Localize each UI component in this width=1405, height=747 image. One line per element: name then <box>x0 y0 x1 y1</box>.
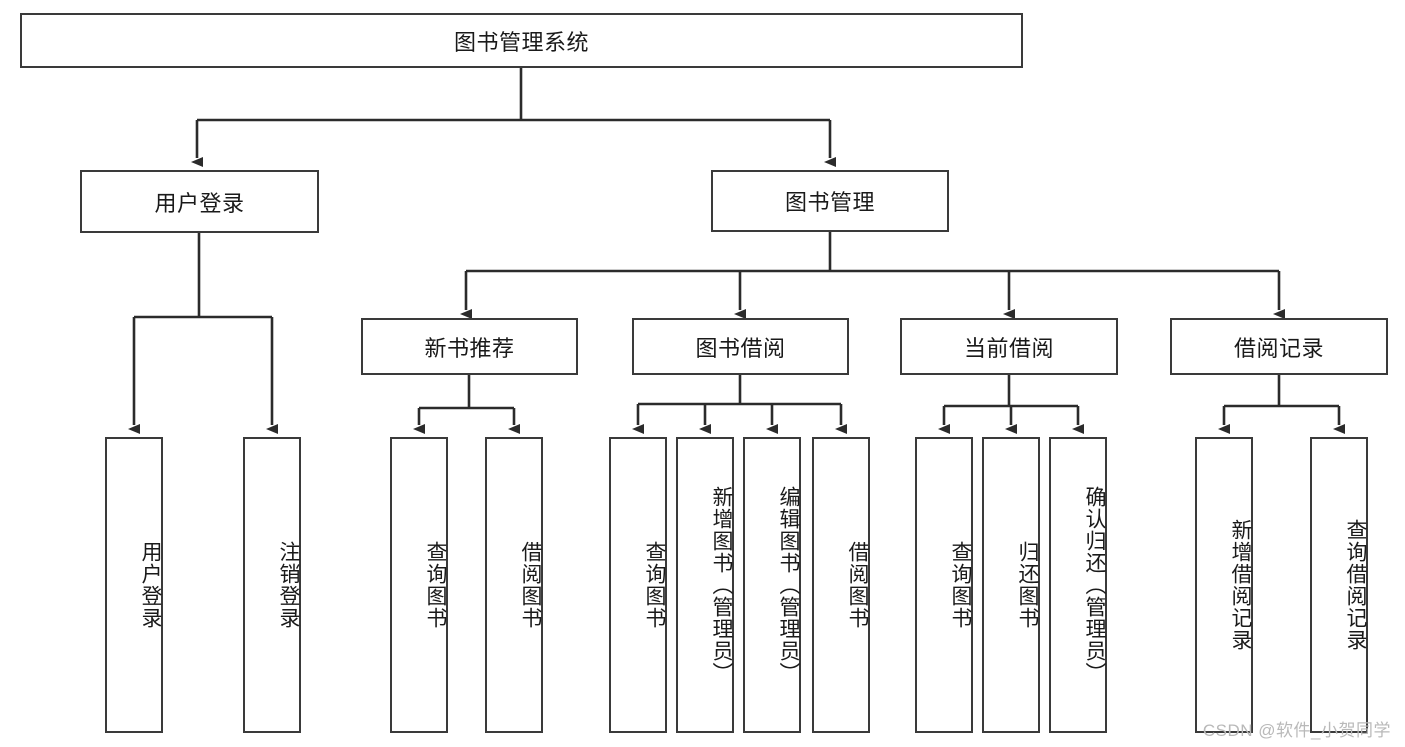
node-current-borrow[interactable]: 当前借阅 <box>900 318 1118 375</box>
node-label: 查询图书 <box>643 541 666 629</box>
node-label: 当前借阅 <box>963 335 1054 361</box>
node-book-borrow[interactable]: 图书借阅 <box>632 318 849 375</box>
leaf-record-query-record[interactable]: 查询借阅记录 <box>1310 437 1368 733</box>
node-new-book-recommend[interactable]: 新书推荐 <box>361 318 578 375</box>
leaf-borrow-edit-book-admin[interactable]: 编辑图书（管理员） <box>743 437 801 733</box>
leaf-user-login-logout[interactable]: 注销登录 <box>243 437 301 733</box>
leaf-current-query-book[interactable]: 查询图书 <box>915 437 973 733</box>
node-label: 用户登录 <box>139 541 162 629</box>
node-label: 借阅图书 <box>519 541 542 629</box>
node-user-login[interactable]: 用户登录 <box>80 170 319 233</box>
node-label: 查询图书 <box>949 541 972 629</box>
node-label: 查询借阅记录 <box>1344 519 1367 651</box>
node-label: 借阅记录 <box>1233 335 1324 361</box>
leaf-current-confirm-return-admin[interactable]: 确认归还（管理员） <box>1049 437 1107 733</box>
leaf-current-return-book[interactable]: 归还图书 <box>982 437 1040 733</box>
node-label: 编辑图书（管理员） <box>777 486 800 684</box>
node-label: 新增借阅记录 <box>1229 519 1252 651</box>
node-label: 图书管理系统 <box>453 29 589 55</box>
node-label: 新书推荐 <box>424 335 515 361</box>
leaf-borrow-borrow-book[interactable]: 借阅图书 <box>812 437 870 733</box>
leaf-borrow-query-book[interactable]: 查询图书 <box>609 437 667 733</box>
node-label: 借阅图书 <box>846 541 869 629</box>
leaf-recommend-borrow-book[interactable]: 借阅图书 <box>485 437 543 733</box>
leaf-recommend-query-book[interactable]: 查询图书 <box>390 437 448 733</box>
node-label: 图书管理 <box>784 190 875 215</box>
watermark-text: CSDN @软件_小贺同学 <box>1202 721 1391 740</box>
node-root-book-management-system[interactable]: 图书管理系统 <box>20 13 1023 68</box>
node-label: 新增图书（管理员） <box>710 486 733 684</box>
node-borrow-record[interactable]: 借阅记录 <box>1170 318 1388 375</box>
leaf-record-add-record[interactable]: 新增借阅记录 <box>1195 437 1253 733</box>
node-label: 用户登录 <box>154 190 245 216</box>
node-book-management[interactable]: 图书管理 <box>711 170 949 232</box>
node-label: 归还图书 <box>1016 541 1039 629</box>
node-label: 确认归还（管理员） <box>1083 486 1106 684</box>
node-label: 图书借阅 <box>695 335 786 361</box>
leaf-borrow-add-book-admin[interactable]: 新增图书（管理员） <box>676 437 734 733</box>
node-label: 注销登录 <box>277 541 300 629</box>
node-label: 查询图书 <box>424 541 447 629</box>
leaf-user-login-login[interactable]: 用户登录 <box>105 437 163 733</box>
